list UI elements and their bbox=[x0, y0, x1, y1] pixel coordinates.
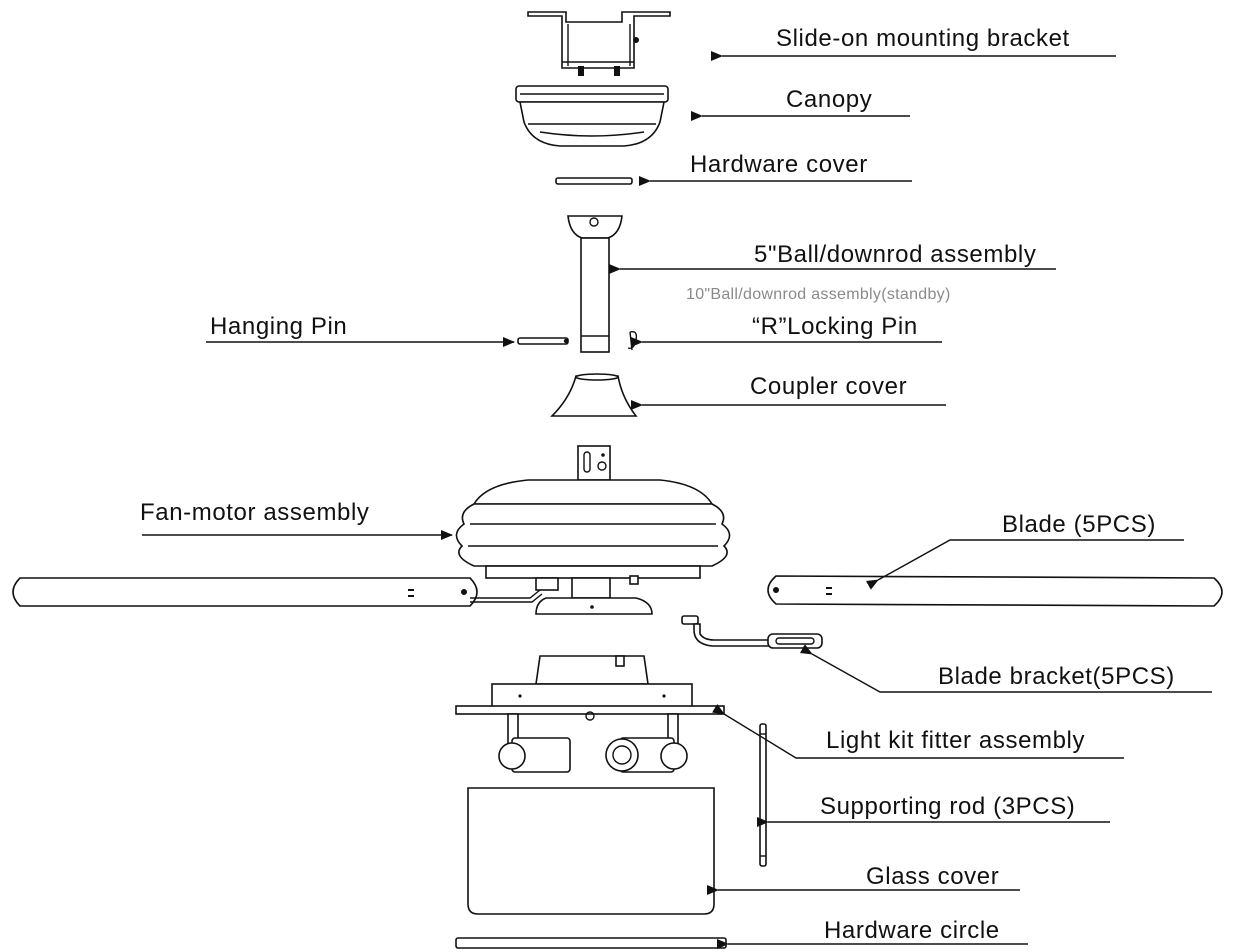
coupler-cover-part bbox=[550, 373, 638, 417]
label-fan-motor: Fan-motor assembly bbox=[140, 499, 370, 526]
light-kit-part bbox=[455, 655, 725, 773]
label-supporting-rod: Supporting rod (3PCS) bbox=[820, 793, 1075, 820]
canopy-part bbox=[515, 85, 669, 147]
label-locking-pin: “R”Locking Pin bbox=[752, 313, 918, 340]
label-blade-bracket: Blade bracket(5PCS) bbox=[938, 663, 1175, 690]
blade-bracket-part bbox=[681, 615, 823, 649]
mounting-bracket-part bbox=[527, 11, 671, 76]
leader-lines bbox=[142, 51, 1212, 949]
label-coupler-cover: Coupler cover bbox=[750, 373, 907, 400]
label-hardware-cover: Hardware cover bbox=[690, 151, 868, 178]
right-blade-part bbox=[767, 575, 1223, 607]
locking-pin-part bbox=[627, 330, 638, 351]
label-glass-cover: Glass cover bbox=[866, 863, 999, 890]
left-blade-part bbox=[12, 577, 543, 607]
label-mounting-bracket: Slide-on mounting bracket bbox=[776, 25, 1070, 52]
label-downrod-5: 5"Ball/downrod assembly bbox=[754, 241, 1036, 268]
label-downrod-10: 10"Ball/downrod assembly(standby) bbox=[686, 286, 951, 303]
hanging-pin-part bbox=[517, 337, 569, 345]
label-hardware-circle: Hardware circle bbox=[824, 917, 1000, 944]
glass-cover-part bbox=[467, 787, 715, 915]
label-canopy: Canopy bbox=[786, 86, 872, 113]
fan-motor-part bbox=[455, 445, 731, 615]
downrod-part bbox=[567, 215, 623, 353]
label-blade: Blade (5PCS) bbox=[1002, 511, 1156, 538]
hardware-cover-part bbox=[555, 177, 633, 185]
hardware-circle-part bbox=[455, 937, 727, 949]
label-hanging-pin: Hanging Pin bbox=[210, 313, 347, 340]
supporting-rod-part bbox=[759, 723, 767, 867]
label-light-kit: Light kit fitter assembly bbox=[826, 727, 1085, 754]
